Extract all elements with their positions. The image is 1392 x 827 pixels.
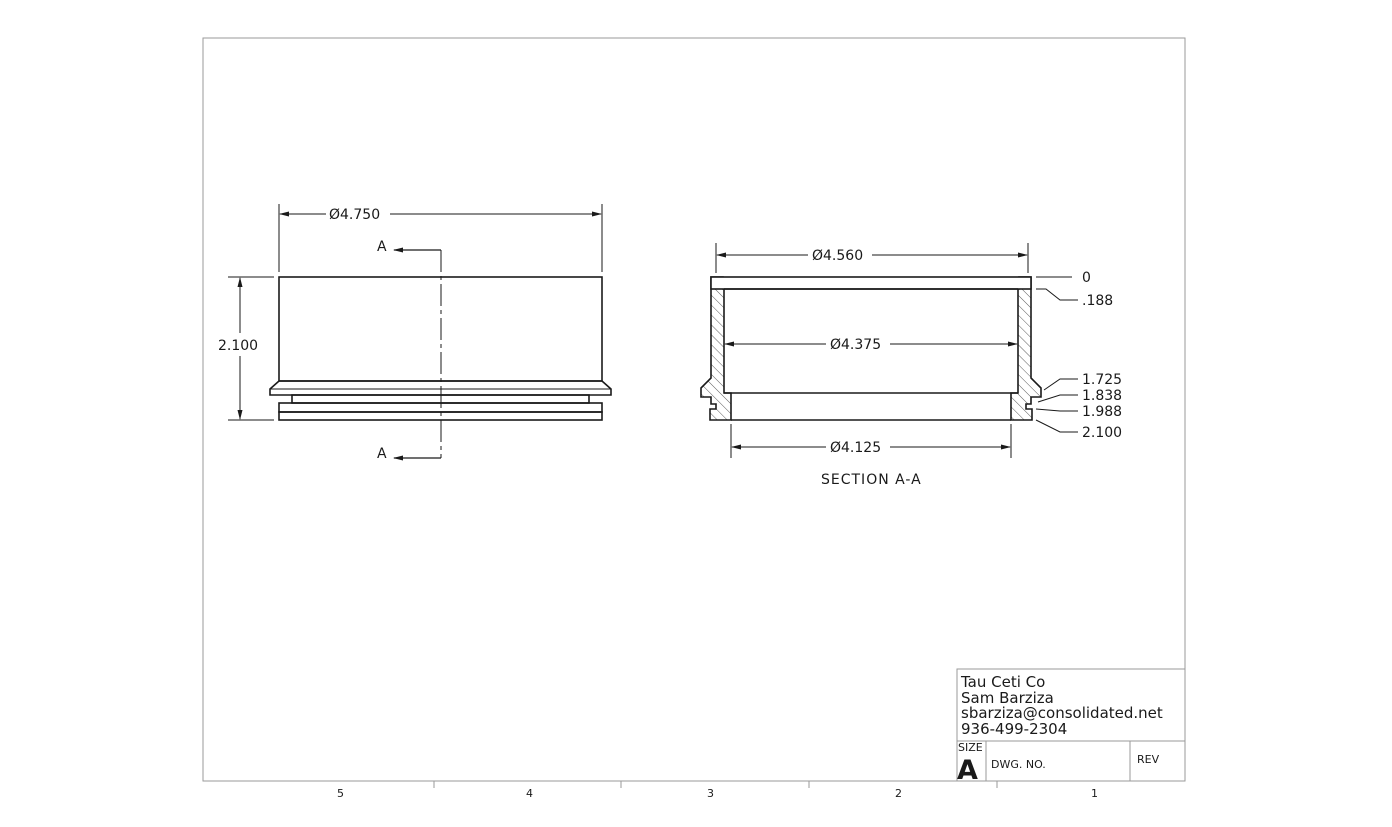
front-height-dimension [228,276,274,421]
section-bottom-dimension [730,424,1012,458]
title-author: Sam Barziza [961,689,1054,707]
zone-3: 3 [707,787,714,800]
section-left-wall [700,276,732,421]
ordinate-4: 1.988 [1082,404,1122,420]
section-marker-bottom: A [377,446,387,462]
front-width-dimension [278,204,603,272]
cutting-plane [393,247,442,461]
front-diameter-label: Ø4.750 [329,207,380,223]
rev-caption: REV [1137,753,1160,766]
title-email: sbarziza@consolidated.net [961,704,1163,722]
section-top-rim [710,276,1032,290]
ordinate-leaders [1035,276,1078,433]
zone-5: 5 [337,787,344,800]
section-right-wall [1010,276,1042,421]
ordinate-2: 1.725 [1082,372,1122,388]
zone-1: 1 [1091,787,1098,800]
title-company: Tau Ceti Co [960,673,1045,691]
size-caption: SIZE [958,741,983,754]
section-bottom-diameter-label: Ø4.125 [830,440,881,456]
section-top-dimension [715,243,1029,273]
zone-ticks [433,781,998,788]
sheet-border [202,37,1186,782]
zone-2: 2 [895,787,902,800]
size-value: A [957,755,978,786]
section-marker-top: A [377,239,387,255]
section-title: SECTION A-A [821,472,922,488]
ordinate-3: 1.838 [1082,388,1122,404]
ordinate-1: .188 [1082,293,1113,309]
dwg-no-caption: DWG. NO. [991,758,1046,771]
title-phone: 936-499-2304 [961,720,1067,738]
section-inner-diameter-label: Ø4.375 [830,337,881,353]
section-view [700,276,1042,421]
front-height-label: 2.100 [218,338,258,354]
ordinate-5: 2.100 [1082,425,1122,441]
title-block [956,668,1186,782]
section-top-diameter-label: Ø4.560 [812,248,863,264]
zone-4: 4 [526,787,533,800]
ordinate-0: 0 [1082,270,1091,286]
